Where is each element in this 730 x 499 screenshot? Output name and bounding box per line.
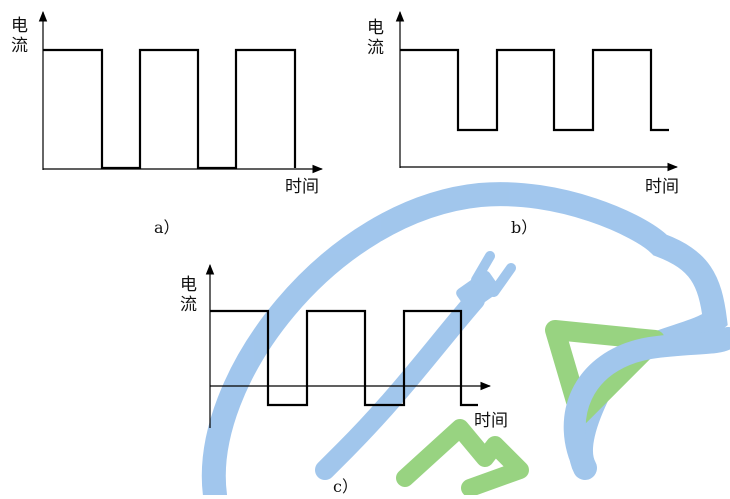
diagram-b-waveform <box>400 48 669 132</box>
diagram-c-y-label-2: 流 <box>180 295 197 315</box>
watermark-plug-prong-2 <box>489 263 516 297</box>
diagram-b-caption: b） <box>511 218 537 237</box>
diagram-a-y-label-2: 流 <box>11 36 28 56</box>
diagram-a-caption: a） <box>154 218 180 237</box>
diagram-b-x-label: 时间 <box>645 177 679 197</box>
diagram-b-y-label-2: 流 <box>367 38 384 58</box>
diagram-a: 电 流 时间 a） <box>11 10 324 237</box>
watermark-green-triangle <box>545 320 665 425</box>
diagram-c-caption: c） <box>333 477 358 495</box>
diagram-c-x-label: 时间 <box>474 411 508 431</box>
watermark-green-mountain <box>396 419 529 497</box>
diagram-a-waveform <box>43 48 297 170</box>
diagram-a-y-label-1: 电 <box>11 16 28 36</box>
watermark-plug-logo <box>201 182 730 499</box>
diagram-b: 电 流 时间 b） <box>367 10 679 237</box>
watermark-plug-body <box>456 270 500 312</box>
diagram-a-x-label: 时间 <box>285 177 319 197</box>
watermark-cable-arc <box>563 327 730 479</box>
diagram-b-y-label-1: 电 <box>367 18 384 38</box>
diagram-c-y-label-1: 电 <box>180 275 197 295</box>
diagram-c-waveform <box>210 309 478 407</box>
diagram-c: 电 流 时间 c） <box>180 263 508 496</box>
watermark-plug-prong-1 <box>471 251 495 285</box>
